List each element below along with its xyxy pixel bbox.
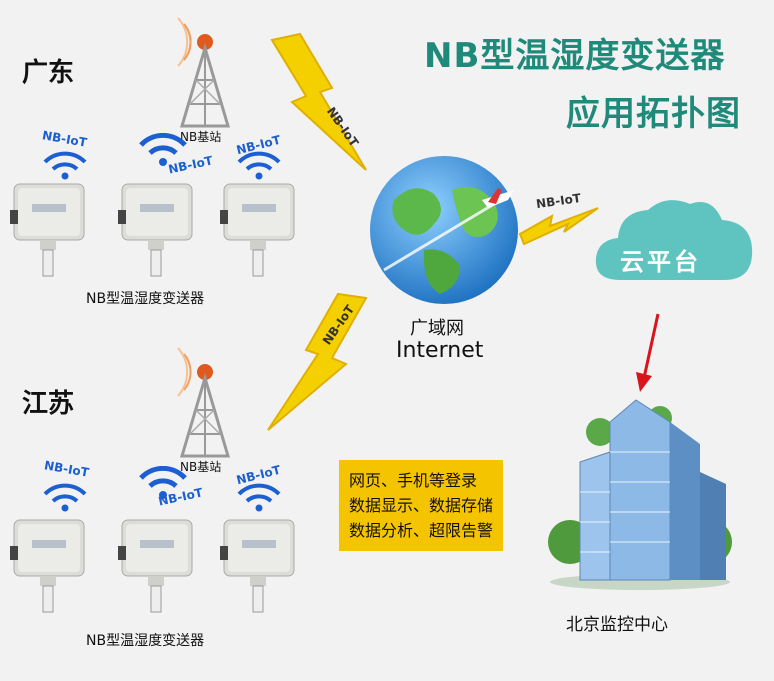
wifi-icon xyxy=(237,483,281,512)
feature-line: 网页、手机等登录 xyxy=(349,471,478,490)
cloud-platform-icon xyxy=(595,200,753,280)
wifi-icon xyxy=(139,466,187,499)
monitor-center-label: 北京监控中心 xyxy=(566,615,668,635)
temperature-humidity-sensor xyxy=(10,183,85,277)
wifi-icon xyxy=(237,151,281,180)
temperature-humidity-sensor xyxy=(118,519,193,613)
base-station-tower-icon xyxy=(177,17,231,128)
base-station-label: NB基站 xyxy=(180,130,222,144)
feature-info-box: 网页、手机等登录 数据显示、数据存储 数据分析、超限告警 xyxy=(339,460,504,551)
temperature-humidity-sensor xyxy=(220,183,295,277)
lightning-bolt-icon xyxy=(267,292,368,431)
wan-label: 广域网 xyxy=(410,318,464,339)
internet-label: Internet xyxy=(396,338,484,363)
temperature-humidity-sensor xyxy=(118,183,193,277)
nb-iot-label: NB-IoT xyxy=(43,458,90,480)
wifi-icon xyxy=(139,133,187,166)
feature-line: 数据显示、数据存储 xyxy=(349,496,494,515)
arrow-down-icon xyxy=(636,313,660,392)
lightning-bolt-icon xyxy=(270,32,367,171)
nb-iot-label: NB-IoT xyxy=(41,128,88,150)
temperature-humidity-sensor xyxy=(220,519,295,613)
title-line-2: 应用拓扑图 xyxy=(566,94,741,134)
title-line-1: NB型温湿度变送器 xyxy=(424,36,726,76)
cloud-platform-label: 云平台 xyxy=(620,248,701,276)
wifi-icon xyxy=(43,151,87,180)
base-station-label: NB基站 xyxy=(180,460,222,474)
region-label-jiangsu: 江苏 xyxy=(22,389,75,419)
region-label-guangdong: 广东 xyxy=(22,58,75,88)
temperature-humidity-sensor xyxy=(10,519,85,613)
office-building-icon xyxy=(548,399,732,590)
feature-line: 数据分析、超限告警 xyxy=(349,521,494,540)
wifi-icon xyxy=(43,483,87,512)
sensor-group-label: NB型温湿度变送器 xyxy=(86,291,205,307)
base-station-tower-icon xyxy=(177,347,231,458)
sensor-group-label: NB型温湿度变送器 xyxy=(86,633,205,649)
globe-icon xyxy=(370,156,518,304)
lightning-bolt-icon xyxy=(518,207,599,246)
